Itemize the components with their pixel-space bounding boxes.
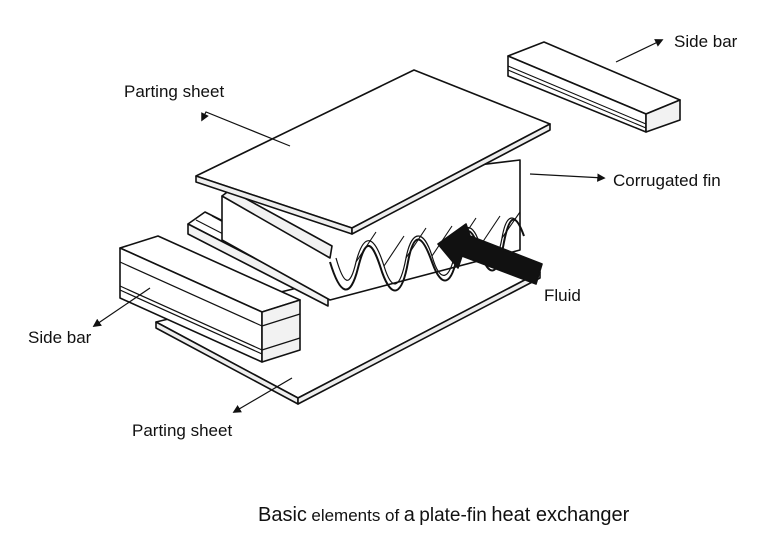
front-side-bar	[119, 235, 301, 363]
caption-part-3: a	[403, 504, 415, 526]
caption-part-1: Basic	[258, 504, 307, 526]
label-parting-sheet-bottom: Parting sheet	[132, 421, 233, 440]
leader-side-bar-left	[92, 287, 151, 327]
label-corrugated-fin: Corrugated fin	[613, 171, 721, 190]
leader-side-bar-top	[615, 39, 664, 63]
label-side-bar-left: Side bar	[28, 328, 92, 347]
label-parting-sheet-top: Parting sheet	[124, 82, 225, 101]
label-fluid: Fluid	[544, 286, 581, 305]
leader-parting-sheet-top	[201, 111, 291, 147]
caption-part-4: plate-fin	[419, 505, 487, 526]
caption-part-5: heat exchanger	[491, 504, 630, 526]
leader-corrugated-fin	[529, 173, 606, 182]
leader-parting-sheet-bottom	[232, 377, 293, 413]
bottom-parting-sheet	[155, 243, 541, 405]
fluid-flow-arrow	[437, 223, 543, 285]
top-parting-sheet	[195, 69, 551, 235]
caption-part-2: elements of	[311, 506, 400, 525]
back-side-bar	[507, 41, 681, 133]
label-side-bar-top: Side bar	[674, 32, 738, 51]
figure-caption: Basic elements of a plate-fin heat excha…	[258, 505, 629, 525]
